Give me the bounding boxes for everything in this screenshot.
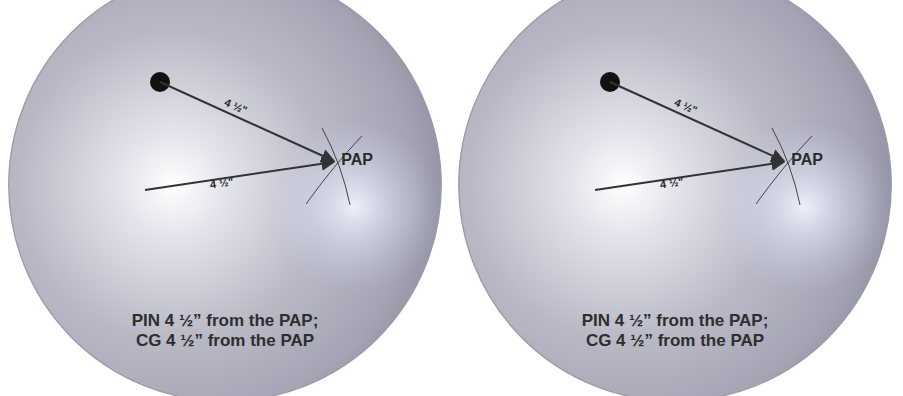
caption-text: PIN 4 ½” from the PAP; CG 4 ½” from the …: [118, 311, 333, 351]
pin-dot: [150, 72, 170, 92]
swing-arc: [306, 136, 362, 204]
ball-markings: [145, 72, 362, 205]
pin-distance-line: [160, 82, 334, 161]
point-label: PAP: [341, 152, 373, 168]
caption-text: PIN 4 ½” from the PAP; CG 4 ½” from the …: [568, 311, 783, 351]
cg-distance-line: [595, 162, 784, 190]
pin-dot: [600, 72, 620, 92]
bowling-ball: PIN 4 ½” from the PAP; CG 4 ½” from the …: [7, 0, 443, 396]
cg-distance-line: [145, 162, 334, 190]
point-label: PAP: [791, 152, 823, 168]
swing-arc: [756, 136, 812, 204]
ball-markings: [595, 72, 812, 205]
pin-distance-line: [610, 82, 784, 161]
bowling-ball: PIN 4 ½” from the PAP; CG 4 ½” from the …: [457, 0, 893, 396]
